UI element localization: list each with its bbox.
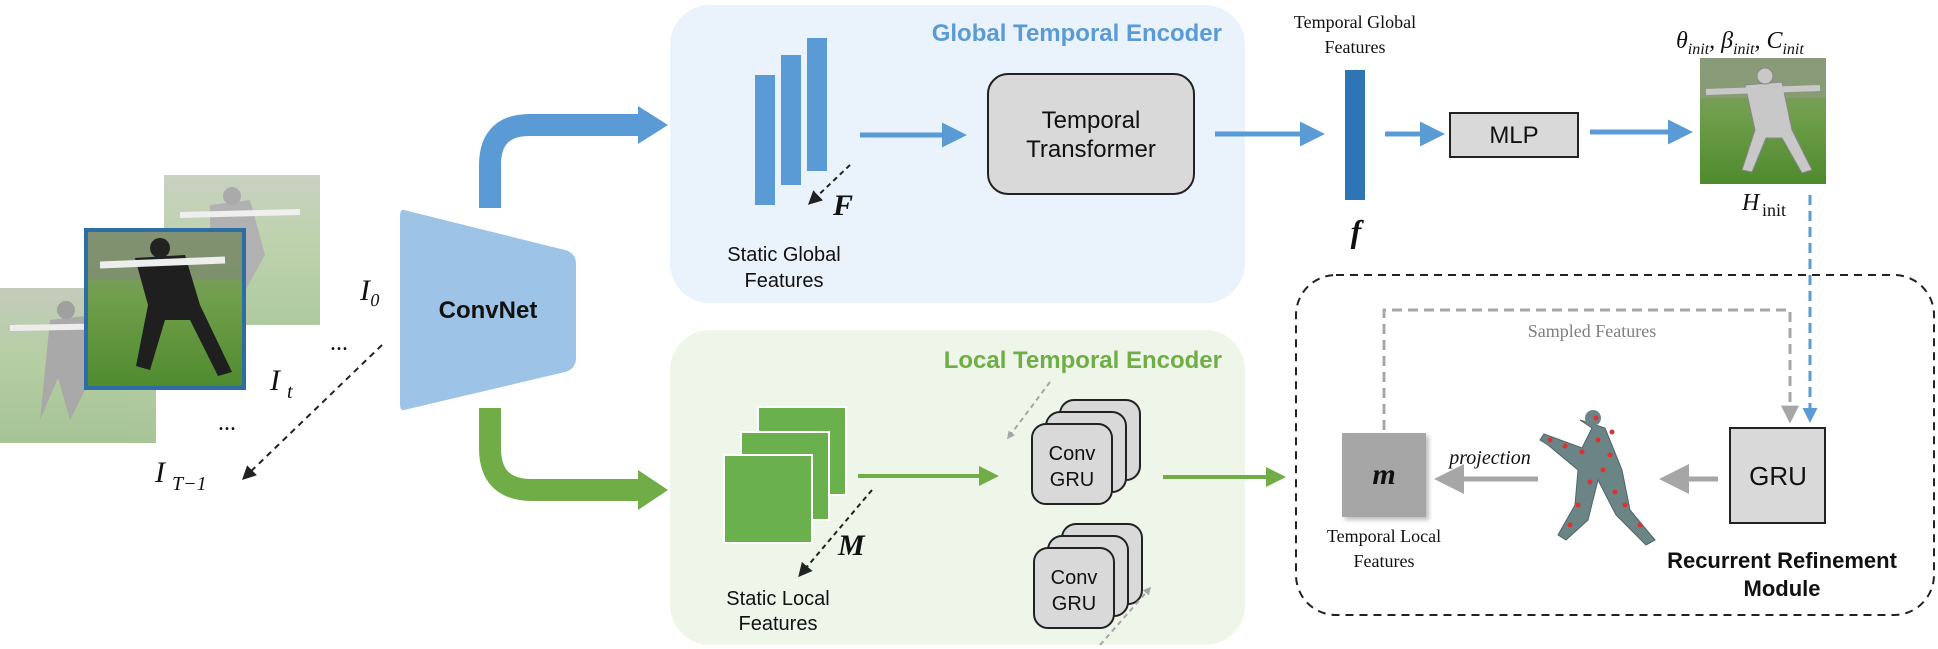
convgru-top	[1031, 399, 1141, 505]
convgru-top-label-2: GRU	[1050, 469, 1094, 491]
convgru-top-recurrent-arrow	[1007, 381, 1051, 440]
static-local-label-2: Features	[739, 613, 818, 635]
m-symbol: m	[1372, 458, 1395, 491]
static-global-label-2: Features	[745, 270, 824, 292]
label-i0: I₀	[359, 274, 380, 307]
refinement-module-border	[1295, 274, 1935, 616]
refinement-title-1: Recurrent Refinement	[1667, 548, 1898, 573]
beta-symbol: β	[1720, 28, 1733, 54]
init-mesh-image	[1700, 58, 1826, 184]
sampled-features-path	[1382, 308, 1799, 430]
convgru-bottom-label-1: Conv	[1051, 567, 1098, 589]
convgru-bottom-label-2: GRU	[1052, 593, 1096, 615]
temporal-global-label-2: Features	[1325, 37, 1386, 57]
label-itm1-sub: T−1	[172, 473, 207, 495]
branch-arrowhead-local	[638, 470, 668, 510]
F-dashed-arrow	[807, 164, 851, 205]
refinement-title-2: Module	[1744, 576, 1821, 601]
temporal-local-label-2: Features	[1354, 551, 1415, 571]
beta-sub: init	[1733, 41, 1755, 58]
M-symbol: M	[837, 529, 866, 562]
static-local-label-1: Static Local	[726, 588, 829, 610]
theta-symbol: θ	[1676, 28, 1688, 54]
temporal-transformer-box	[987, 73, 1195, 195]
F-symbol: F	[832, 189, 853, 222]
convnet-block	[400, 209, 576, 411]
temporal-global-feature-bar	[1345, 70, 1365, 200]
local-encoder-title: Local Temporal Encoder	[944, 347, 1222, 374]
frame-current	[84, 228, 246, 390]
dots-b: ...	[218, 410, 236, 436]
convgru-top-label-1: Conv	[1049, 443, 1096, 465]
mlp-label: MLP	[1489, 122, 1538, 149]
c-sub: init	[1782, 41, 1804, 58]
mlp-box	[1449, 112, 1579, 158]
branch-arrow-global	[479, 114, 640, 208]
sampled-features-label: Sampled Features	[1528, 321, 1656, 341]
convgru-bottom	[1033, 523, 1143, 629]
branch-arrow-local	[479, 408, 640, 501]
convnet-label: ConvNet	[439, 297, 538, 324]
gru-label: GRU	[1749, 461, 1807, 491]
input-frames	[0, 175, 320, 443]
convgru-bottom-recurrent-arrow	[1099, 586, 1152, 646]
temporal-transformer-label-2: Transformer	[1026, 136, 1156, 163]
static-local-features	[723, 406, 847, 544]
branch-arrowhead-global	[638, 106, 668, 144]
f-symbol: f	[1351, 213, 1365, 249]
time-arrow	[241, 344, 383, 480]
projection-label: projection	[1447, 447, 1530, 469]
mesh-figure	[1539, 410, 1656, 546]
temporal-local-label-1: Temporal Local	[1327, 526, 1441, 546]
init-params-label: θinit, βinit, Cinit	[1676, 28, 1804, 58]
h-init-sub: init	[1762, 200, 1786, 220]
theta-sub: init	[1688, 41, 1710, 58]
svg-text:θinit, βinit, Cinit: θinit, βinit, Cinit	[1676, 28, 1804, 58]
label-it-sub: t	[287, 381, 293, 403]
c-symbol: C	[1766, 28, 1783, 54]
global-encoder-title: Global Temporal Encoder	[932, 20, 1222, 47]
temporal-transformer-label-1: Temporal	[1042, 107, 1141, 134]
dots-a: ...	[330, 330, 348, 356]
label-it: I	[269, 364, 282, 397]
label-itm1: I	[154, 456, 167, 489]
M-dashed-arrow	[798, 489, 873, 578]
static-global-features	[755, 38, 827, 205]
temporal-local-feature-box	[1342, 433, 1426, 517]
static-global-label-1: Static Global	[727, 244, 840, 266]
temporal-global-label-1: Temporal Global	[1294, 12, 1416, 32]
h-init-symbol: H	[1741, 190, 1761, 216]
gru-box	[1729, 427, 1826, 524]
